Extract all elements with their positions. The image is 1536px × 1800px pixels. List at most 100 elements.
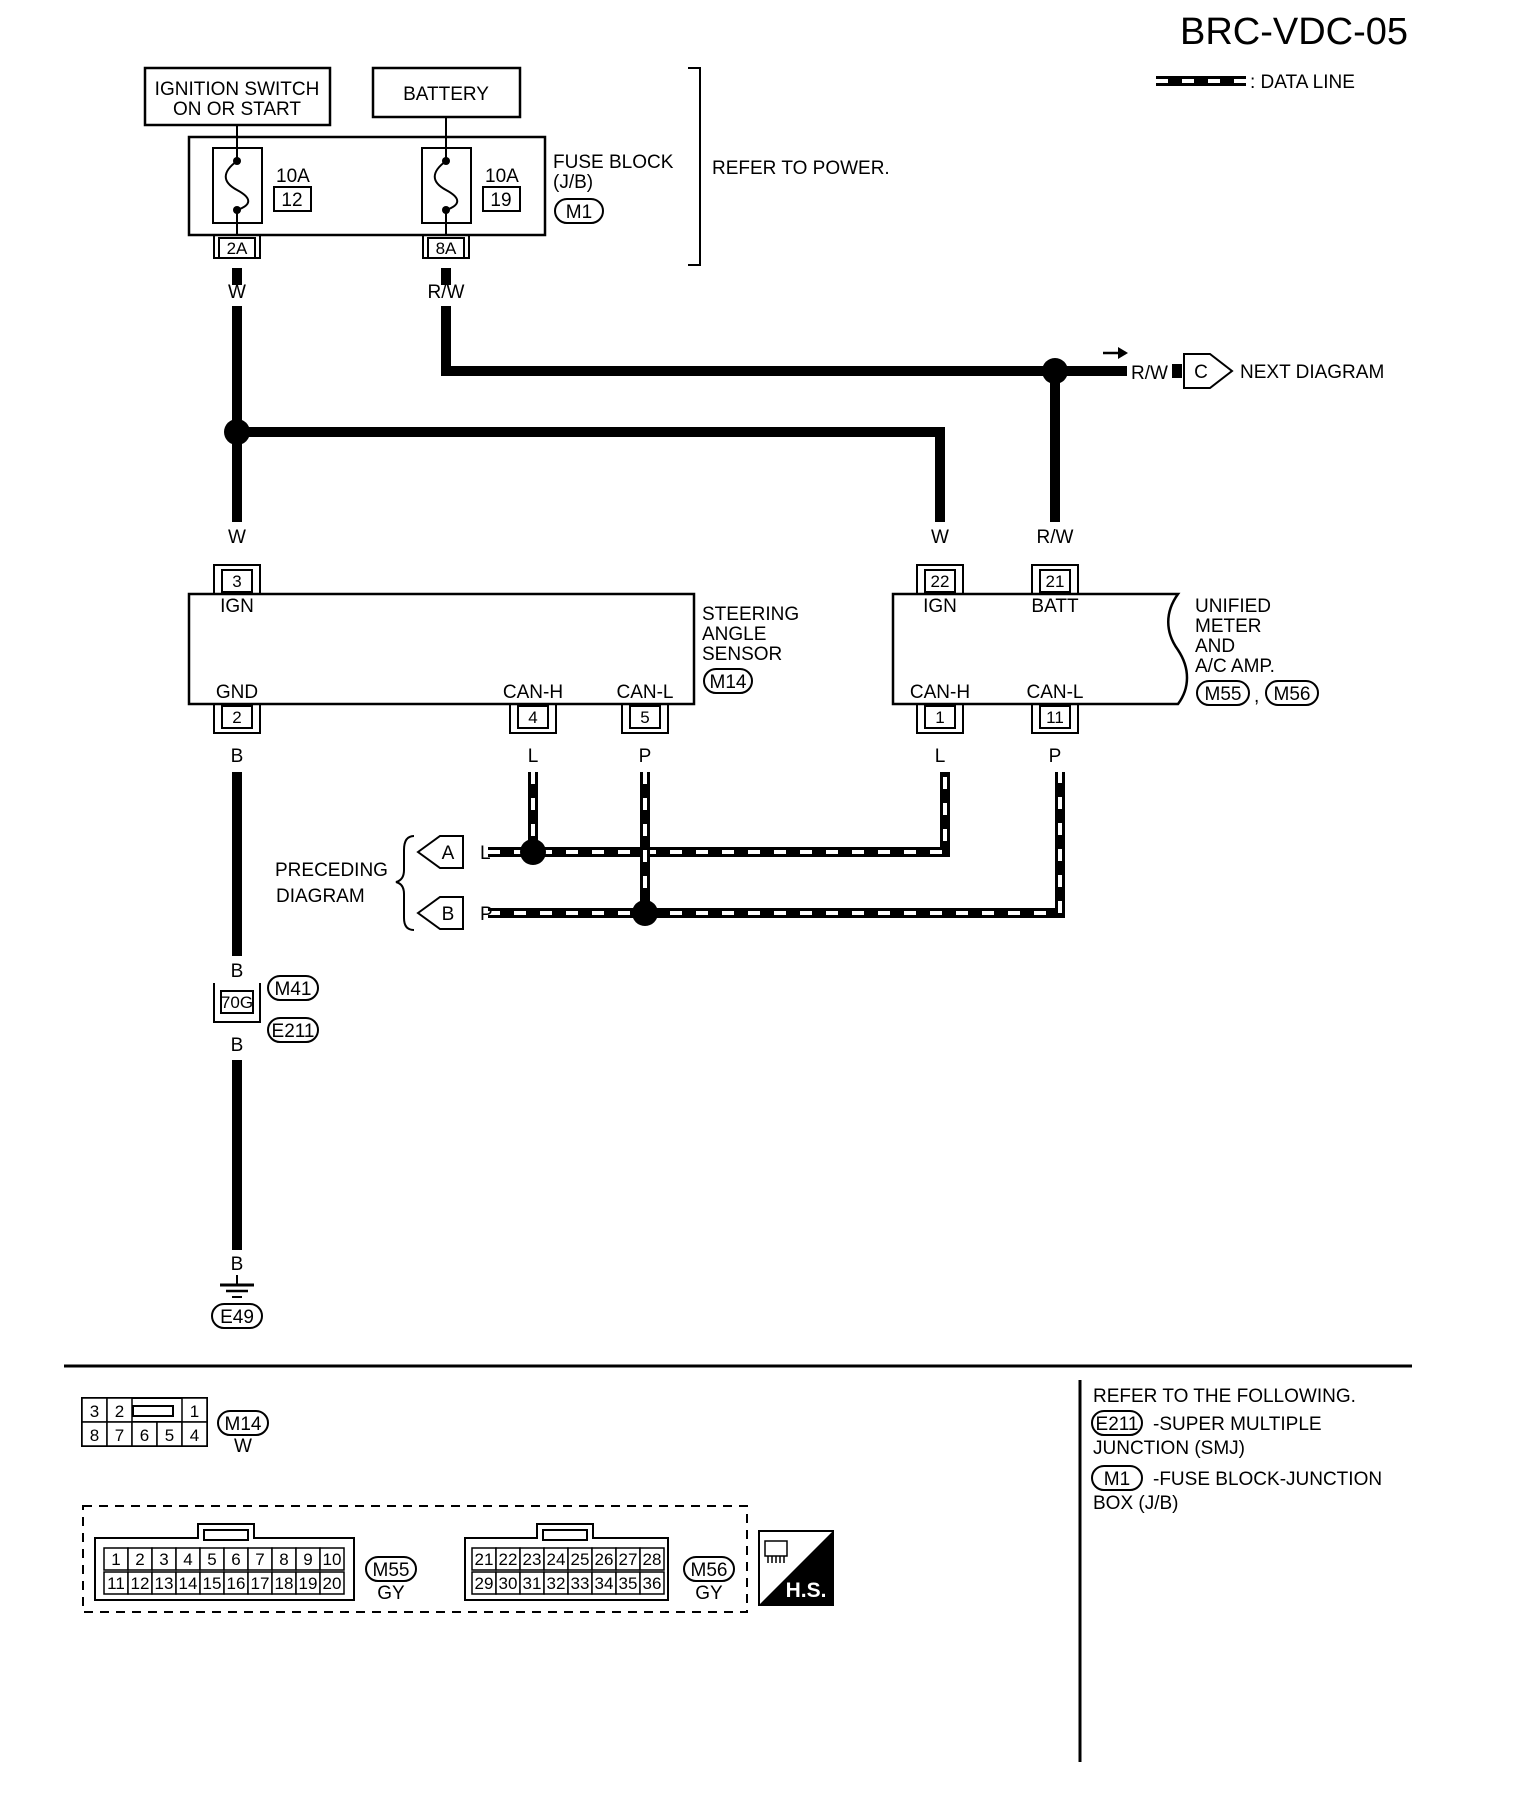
sas-pin-5: 5 [640, 708, 649, 727]
m14-pin-2: 2 [115, 1402, 124, 1421]
wire-label-l-prev: L [480, 843, 491, 864]
meter-name-1: UNIFIED [1195, 596, 1271, 617]
m55-pin-20: 20 [323, 1574, 342, 1593]
m55-pin-5: 5 [207, 1550, 216, 1569]
preceding-flag-b: B [416, 896, 464, 930]
m55-pin-3: 3 [159, 1550, 168, 1569]
m14-cell [181, 1397, 208, 1423]
m55-pin-12: 12 [131, 1574, 150, 1593]
m56-view-name: M56 [691, 1560, 728, 1581]
meter-pin-11: 11 [1046, 708, 1064, 727]
splice-can-h [520, 839, 546, 865]
ignition-switch-box: IGNITION SWITCH ON OR START [143, 66, 332, 127]
wire-label-b4: B [231, 1254, 244, 1275]
sas-ign-label: IGN [220, 596, 254, 617]
m14-cell [106, 1397, 133, 1423]
wire-label-w-meter: W [931, 527, 949, 548]
ignition-switch-label: IGNITION SWITCH [155, 79, 320, 100]
connector-e211: E211 [272, 1021, 315, 1042]
m55-pin-14: 14 [179, 1574, 198, 1593]
wire-label-rw-meter: R/W [1037, 527, 1074, 548]
refer-m1-line2: BOX (J/B) [1093, 1493, 1179, 1514]
m55-cell [319, 1547, 345, 1571]
refer-e211-line1: -SUPER MULTIPLE [1153, 1414, 1322, 1435]
m56-pin-32: 32 [547, 1574, 566, 1593]
m55-view-color: GY [377, 1583, 405, 1604]
m14-view-color: W [234, 1436, 252, 1457]
m55-pin-2: 2 [135, 1550, 144, 1569]
wire-label-p-sas: P [639, 746, 652, 767]
refer-e211-connector: E211 [1096, 1414, 1139, 1435]
can-l-data-line [488, 772, 1065, 918]
m55-pin-6: 6 [231, 1550, 240, 1569]
m14-pin-6: 6 [140, 1426, 149, 1445]
m55-pin-4: 4 [183, 1550, 192, 1569]
diagram-title: BRC-VDC-05 [1180, 11, 1408, 53]
sas-name-2: ANGLE [702, 624, 766, 645]
m56-pin-34: 34 [595, 1574, 614, 1593]
m56-view-color: GY [695, 1583, 723, 1604]
m55-pin-15: 15 [203, 1574, 222, 1593]
svg-text:C: C [1194, 362, 1208, 383]
svg-text:B: B [442, 904, 455, 925]
wire-label-b2: B [231, 961, 244, 982]
m55-cell [319, 1571, 345, 1595]
wire-label-l-sas: L [528, 746, 539, 767]
m55-pin-10: 10 [323, 1550, 342, 1569]
m56-pin-31: 31 [523, 1574, 542, 1593]
m56-cell [639, 1571, 665, 1595]
fuse-19-amp: 10A [485, 166, 519, 187]
meter-connector-m56: M56 [1274, 684, 1311, 705]
next-diagram-label: NEXT DIAGRAM [1240, 362, 1384, 383]
meter-name-3: AND [1195, 636, 1235, 657]
m56-pin-36: 36 [643, 1574, 662, 1593]
fuse-block-connector: M1 [566, 202, 592, 223]
data-line-legend: : DATA LINE [1156, 72, 1355, 93]
m56-pin-28: 28 [643, 1550, 662, 1569]
m56-pin-25: 25 [571, 1550, 590, 1569]
m56-pin-27: 27 [619, 1550, 638, 1569]
hs-badge: H.S. [758, 1530, 834, 1606]
m56-cell [639, 1547, 665, 1571]
svg-text:70G: 70G [221, 993, 253, 1012]
fuse-block-jb: (J/B) [553, 172, 593, 193]
fuse-19-number: 19 [490, 190, 511, 211]
wire-label-l-meter: L [935, 746, 946, 767]
sas-name-1: STEERING [702, 604, 799, 625]
refer-e211-line2: JUNCTION (SMJ) [1093, 1438, 1245, 1459]
meter-pin-21: 21 [1046, 572, 1065, 591]
m14-pin-7: 7 [115, 1426, 124, 1445]
wire-label-b3: B [231, 1035, 244, 1056]
m56-pin-22: 22 [499, 1550, 518, 1569]
wire-label-rw-next: R/W [1131, 363, 1168, 384]
refer-m1-connector: M1 [1104, 1469, 1130, 1490]
fuse-block-label: FUSE BLOCK [553, 152, 674, 173]
terminal-8a: 8A [422, 235, 470, 259]
svg-text:2A: 2A [227, 239, 248, 258]
preceding-brace [395, 835, 415, 931]
ignition-switch-state: ON OR START [173, 99, 301, 120]
m55-pin-17: 17 [251, 1574, 270, 1593]
m56-pin-29: 29 [475, 1574, 494, 1593]
m56-pin-21: 21 [475, 1550, 494, 1569]
refer-to-power: REFER TO POWER. [712, 158, 890, 179]
connector-icon [764, 1540, 788, 1563]
m55-pin-8: 8 [279, 1550, 288, 1569]
m56-pin-26: 26 [595, 1550, 614, 1569]
wire-label-b1: B [231, 746, 244, 767]
fuse-19: 10A 19 [421, 137, 521, 235]
m55-pin-7: 7 [255, 1550, 264, 1569]
preceding-label-2: DIAGRAM [276, 886, 365, 907]
battery-box: BATTERY [371, 66, 522, 119]
fuse-block: 10A 12 10A 19 FUSE BLOCK (J/B) M1 [187, 135, 674, 237]
m14-pin-3: 3 [90, 1402, 99, 1421]
sas-canl-label: CAN-L [616, 682, 673, 703]
refer-heading: REFER TO THE FOLLOWING. [1093, 1386, 1356, 1407]
svg-text:A: A [442, 843, 455, 864]
sas-connector: M14 [710, 672, 747, 693]
splice-can-l [632, 900, 658, 926]
fuse-12-amp: 10A [276, 166, 310, 187]
wire-label-w-top: W [228, 282, 246, 303]
